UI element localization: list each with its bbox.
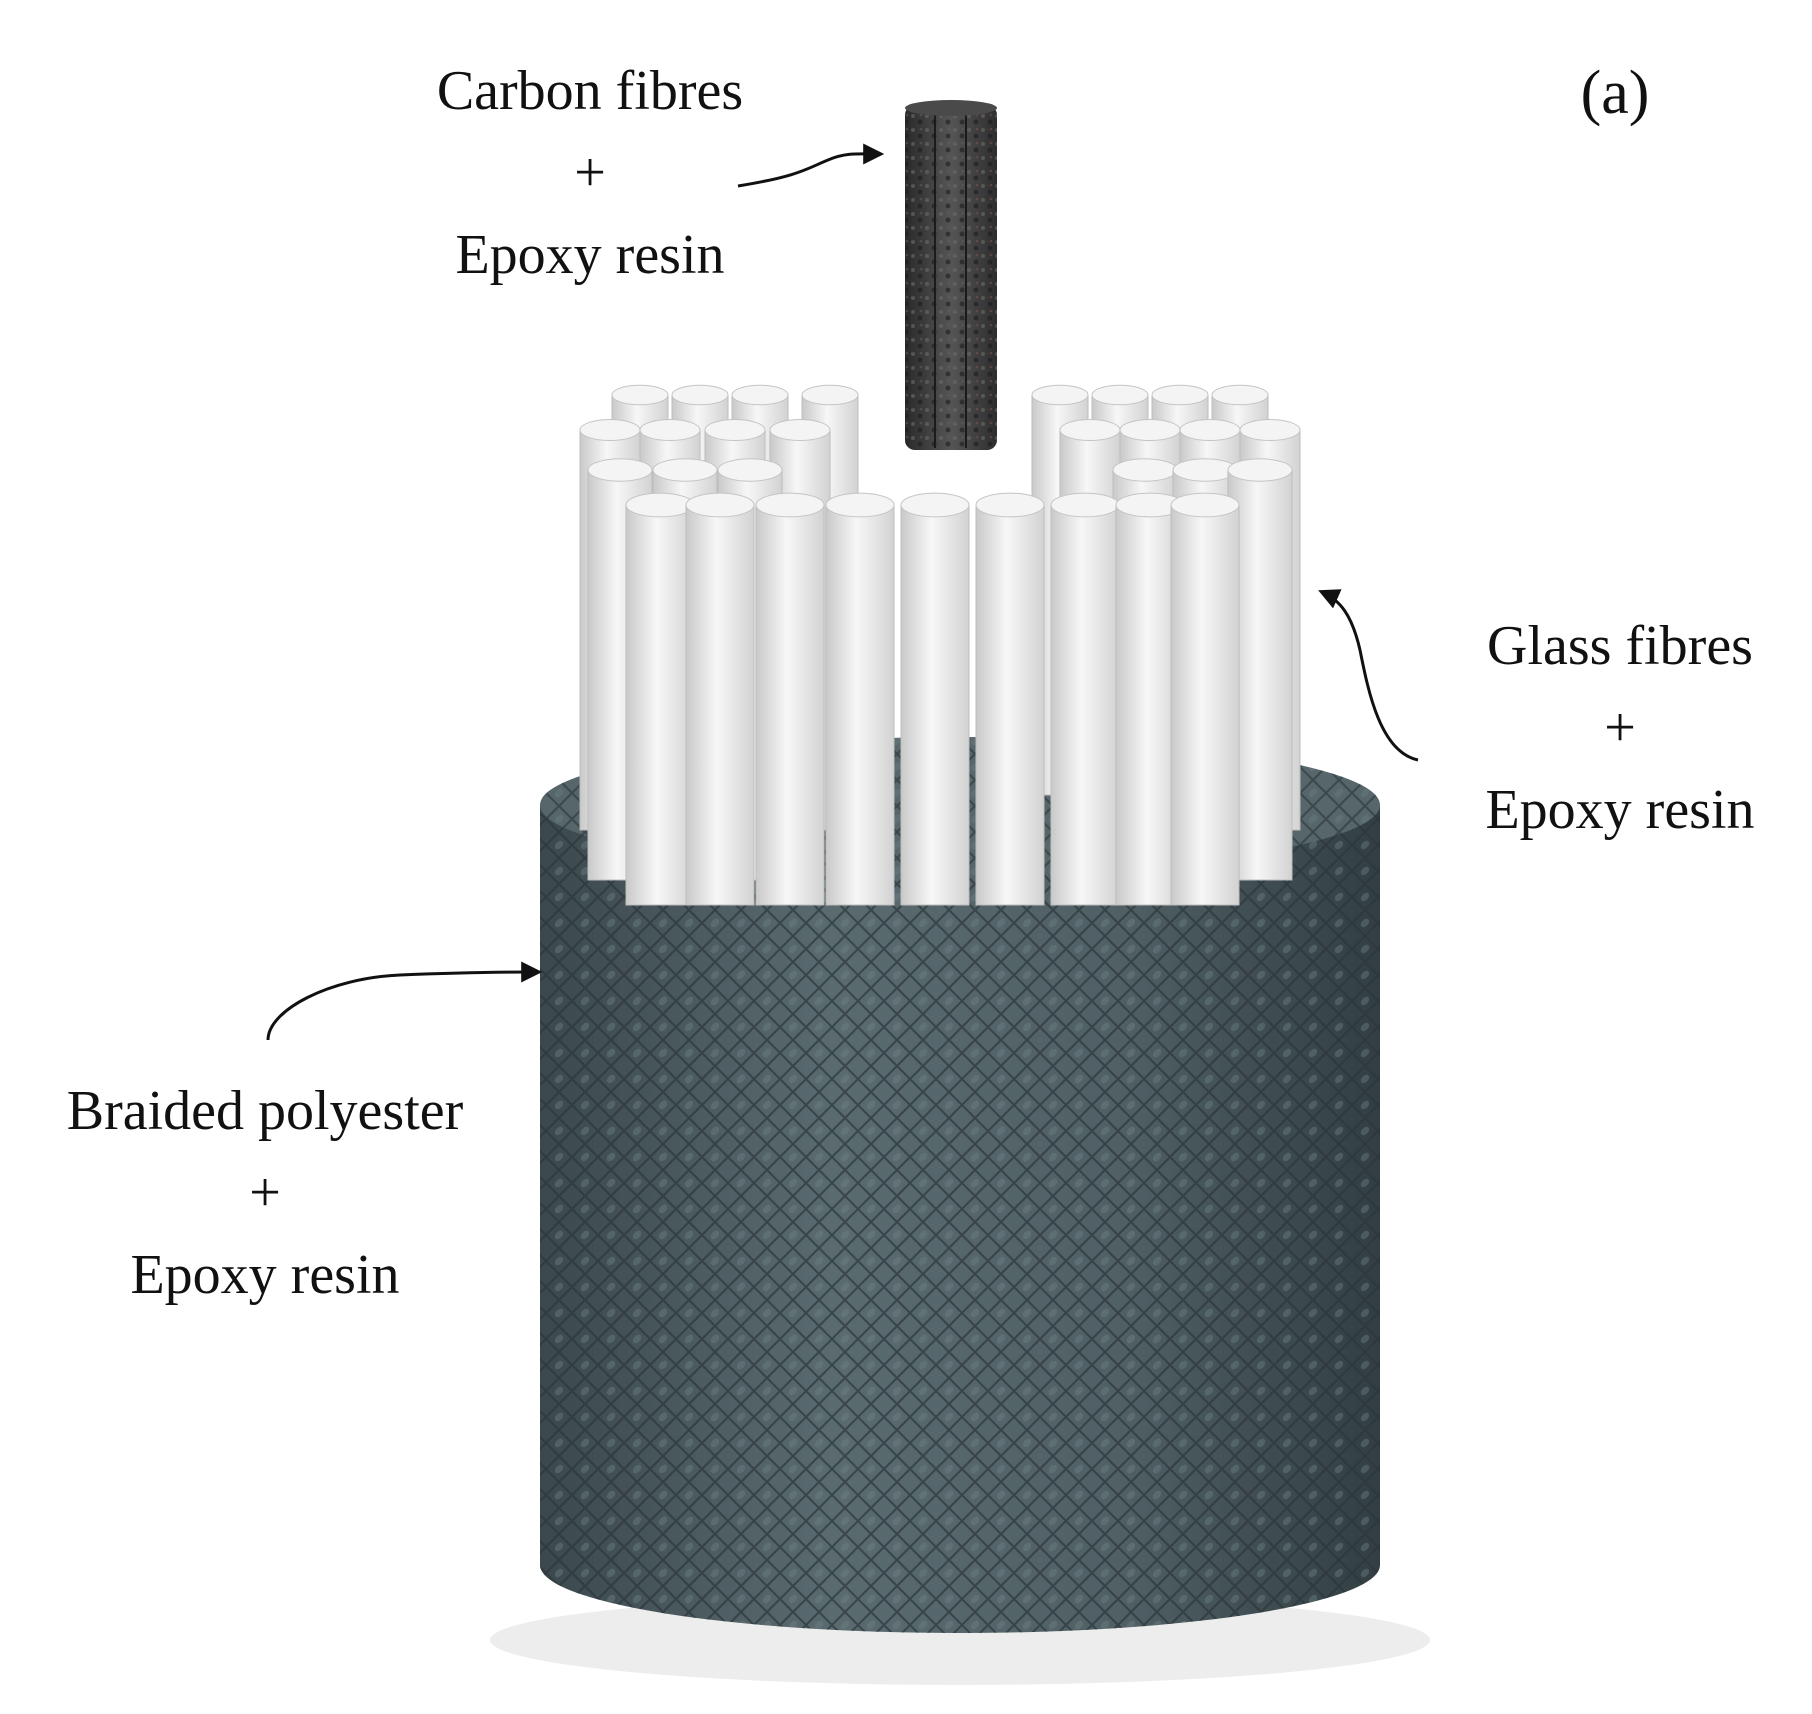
glass-label-line-1: Glass fibres: [1487, 615, 1753, 677]
braided-label-line-2: +: [249, 1162, 281, 1224]
glass-fibre-rod: [1050, 492, 1120, 906]
braided-polyester-label: Braided polyester + Epoxy resin: [0, 1070, 530, 1316]
braided-leader-arrow: [266, 961, 543, 1041]
carbon-label-line-1: Carbon fibres: [436, 60, 744, 122]
glass-fibre-bundle: [579, 384, 1301, 906]
glass-fibre-rod: [755, 492, 825, 906]
carbon-label-line-2: +: [574, 142, 606, 204]
glass-fibre-rod: [685, 492, 755, 906]
carbon-fibre-label: Carbon fibres + Epoxy resin: [370, 50, 810, 296]
glass-fibre-rod: [900, 492, 970, 906]
braided-label-line-1: Braided polyester: [66, 1080, 464, 1142]
carbon-label-line-3: Epoxy resin: [455, 224, 725, 286]
glass-fibre-rod: [825, 492, 895, 906]
glass-label-line-2: +: [1604, 697, 1636, 759]
glass-fibre-label: Glass fibres + Epoxy resin: [1430, 605, 1810, 851]
glass-leader-arrow: [1318, 589, 1419, 762]
glass-fibre-rod: [1170, 492, 1240, 906]
glass-label-line-3: Epoxy resin: [1485, 779, 1755, 841]
braided-label-line-3: Epoxy resin: [130, 1244, 400, 1306]
glass-fibre-rod: [625, 492, 695, 906]
carbon-fibre-core: [905, 100, 997, 450]
carbon-leader-arrow: [737, 143, 885, 188]
panel-label: (a): [1580, 59, 1650, 127]
glass-fibre-rod: [975, 492, 1045, 906]
